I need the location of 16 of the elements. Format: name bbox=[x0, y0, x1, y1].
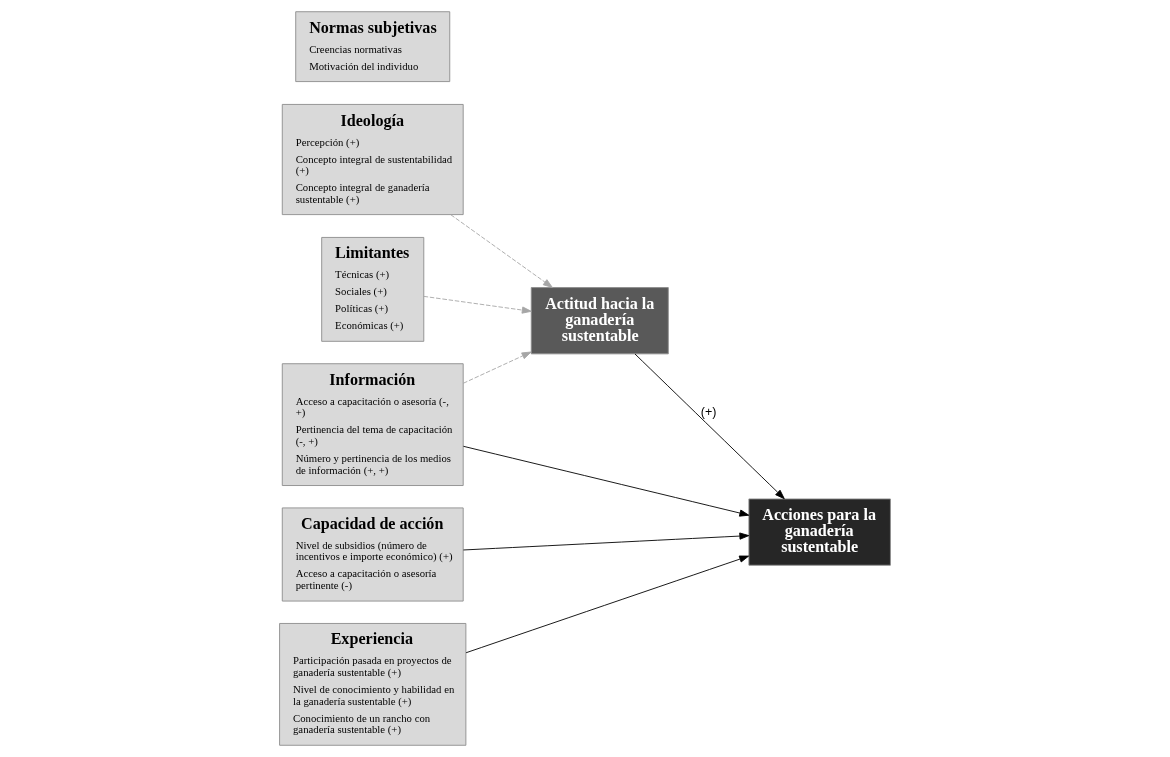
arrow bbox=[450, 214, 553, 288]
node-box: Capacidad de acción Nivel de subsidios (número de incentivos e importe económico) (+) Acceso a capacitación o asesoría pertinente (-) bbox=[281, 507, 464, 602]
node-box: Información Acceso a capacitación o asesoría (-, +) Pertinencia del tema de capacitación (-, +) Número y pertinencia de los medios de información (+, +) bbox=[281, 363, 464, 486]
node-box: Limitantes Técnicas (+) Sociales (+) Políticas (+) Económicas (+) bbox=[321, 237, 425, 342]
arrow bbox=[423, 295, 532, 314]
arrow bbox=[463, 445, 750, 517]
node-box: Experiencia Participación pasada en proyectos de ganadería sustentable (+) Nivel de conocimiento y habilidad en la ganadería sustentable (+) Conocimiento de un rancho con ganadería sustentable (+) bbox=[279, 623, 467, 746]
node-box: Ideología Percepción (+) Concepto integral de sustentabilidad (+) Concepto integral de ganadería sustentable (+) bbox=[281, 104, 464, 216]
arrow bbox=[634, 353, 785, 500]
arrow bbox=[465, 555, 750, 654]
node-box: Acciones para la ganadería sustentable bbox=[748, 498, 891, 566]
node-box: Normas subjetivas Creencias normativas Motivación del individuo bbox=[295, 11, 451, 83]
node-box: Actitud hacia la ganadería sustentable bbox=[530, 287, 669, 355]
edge-label: (+) bbox=[700, 404, 717, 419]
arrow bbox=[462, 351, 532, 384]
arrow bbox=[463, 532, 750, 551]
